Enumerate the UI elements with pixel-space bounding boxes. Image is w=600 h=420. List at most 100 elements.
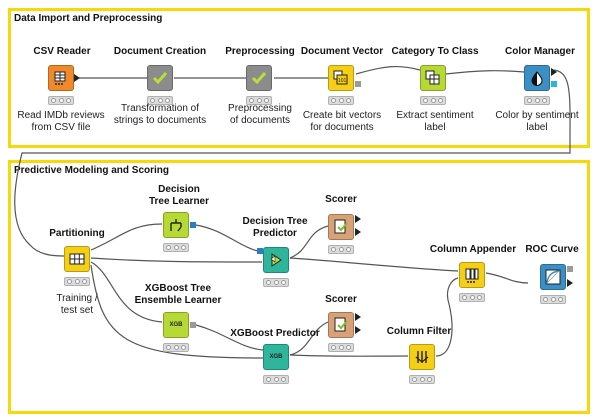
csv-reader-status [48,96,74,105]
dt-predictor-node[interactable] [263,247,289,273]
xgb-predictor-icon-text: XGB [269,354,283,360]
preprocessing-label: Preprocessing [225,46,295,57]
dt-learner-node[interactable] [163,212,189,238]
preprocessing-node[interactable] [246,65,272,91]
scorer-bottom-status [328,343,354,352]
connection-cattoclass-colormanager [445,70,525,75]
xgb-learner-model-port[interactable] [190,322,196,328]
xgb-learner-status [163,343,189,352]
grid-icon [69,253,85,265]
partitioning-icon [64,246,90,272]
scorer-top-node[interactable] [328,214,354,240]
checkmark-icon [152,72,168,85]
connection-docvector-cattoclass [355,65,421,75]
connection-xgbpredictor-scorer [289,321,329,356]
document-vector-label: Document Vector [300,46,384,57]
annotation-modeling-title: Predictive Modeling and Scoring [14,165,170,176]
roc-curve-out-port-1[interactable] [567,266,573,272]
xgb-predictor-icon: XGB [263,344,289,370]
roc-curve-node[interactable] [540,264,566,290]
roc-curve-out-port-2[interactable] [567,279,573,287]
column-appender-node[interactable] [459,262,485,288]
color-manager-icon [524,65,550,91]
preprocessing-icon [246,65,272,91]
category-to-class-status [420,96,446,105]
color-manager-model-port[interactable] [551,81,557,87]
column-appender-status [459,293,485,302]
dt-learner-status [163,243,189,252]
roc-curve-in-port[interactable] [533,279,539,287]
connection-xgbpredictor-columnfilter [289,354,409,357]
document-creation-node[interactable] [147,65,173,91]
scorer-top-icon [328,214,354,240]
column-filter-icon [409,344,435,370]
xgb-learner-node[interactable]: XGB [163,312,189,338]
scorer-bottom-out-port-1[interactable] [355,313,361,321]
scorer-bottom-icon [328,312,354,338]
roc-curve-status [540,295,566,304]
category-to-class-node[interactable] [420,65,446,91]
connection-columnfilter-appender [435,277,459,357]
dt-learner-icon [163,212,189,238]
column-appender-icon [459,262,485,288]
annotation-modeling[interactable]: Predictive Modeling and Scoring [8,160,590,414]
color-manager-out-port[interactable] [551,68,557,76]
document-creation-icon [147,65,173,91]
csv-reader-out-port[interactable] [74,74,80,82]
tree-icon [170,219,182,232]
annotation-import-title: Data Import and Preprocessing [14,13,163,24]
scorer-bottom-node[interactable] [328,312,354,338]
partitioning-label: Partitioning [49,228,105,239]
document-vector-icon: 101 [328,65,354,91]
xgb-predictor-status [263,375,289,384]
column-append-icon [465,268,479,283]
color-manager-status [524,96,550,105]
partitioning-node[interactable] [64,246,90,272]
dt-predictor-model-in-port[interactable] [257,248,263,254]
connection-xgblearner-xgbpredictor [195,324,264,351]
scorer-icon [334,317,348,332]
partitioning-status [64,277,90,286]
dt-learner-model-port[interactable] [190,222,196,228]
xgb-learner-icon-text: XGB [169,322,183,328]
scorer-bottom-out-port-2[interactable] [355,326,361,334]
scorer-top-out-port-2[interactable] [355,228,361,236]
svg-text:101: 101 [338,78,347,84]
dt-predictor-status [263,278,289,287]
connection-dtpredictor-scorer [289,225,329,259]
connection-part-xgbpredictor [90,264,264,359]
document-vector-status [328,96,354,105]
connection-part-dtpredictor [90,257,263,263]
column-filter-label: Column Filter [386,326,452,337]
document-creation-status [147,96,173,105]
dt-predictor-icon [263,247,289,273]
connection-part-dtlearner [90,223,163,251]
play-predict-icon [270,253,282,267]
document-vector-node[interactable]: 101 [328,65,354,91]
roc-curve-icon [540,264,566,290]
scorer-top-out-port-1[interactable] [355,215,361,223]
annotation-import[interactable]: Data Import and Preprocessing [8,8,590,148]
csv-reader-node[interactable] [48,65,74,91]
connection-part-xgblearner [90,261,163,323]
connection-dtpredictor-appender [289,257,459,272]
csv-reader-label: CSV Reader [33,46,91,57]
category-to-class-label: Category To Class [391,46,479,57]
preprocessing-status [246,96,272,105]
connection-appender-roc [485,272,529,284]
color-manager-node[interactable] [524,65,550,91]
column-appender-label: Column Appender [429,244,517,255]
droplet-icon [531,71,543,86]
xgb-predictor-node[interactable]: XGB [263,344,289,370]
document-creation-label: Document Creation [113,46,207,57]
connection-dtlearner-dtpredictor [195,224,263,253]
xgb-learner-icon: XGB [163,312,189,338]
column-filter-node[interactable] [409,344,435,370]
document-vector-out-port[interactable] [355,81,361,87]
csv-reader-icon [48,65,74,91]
